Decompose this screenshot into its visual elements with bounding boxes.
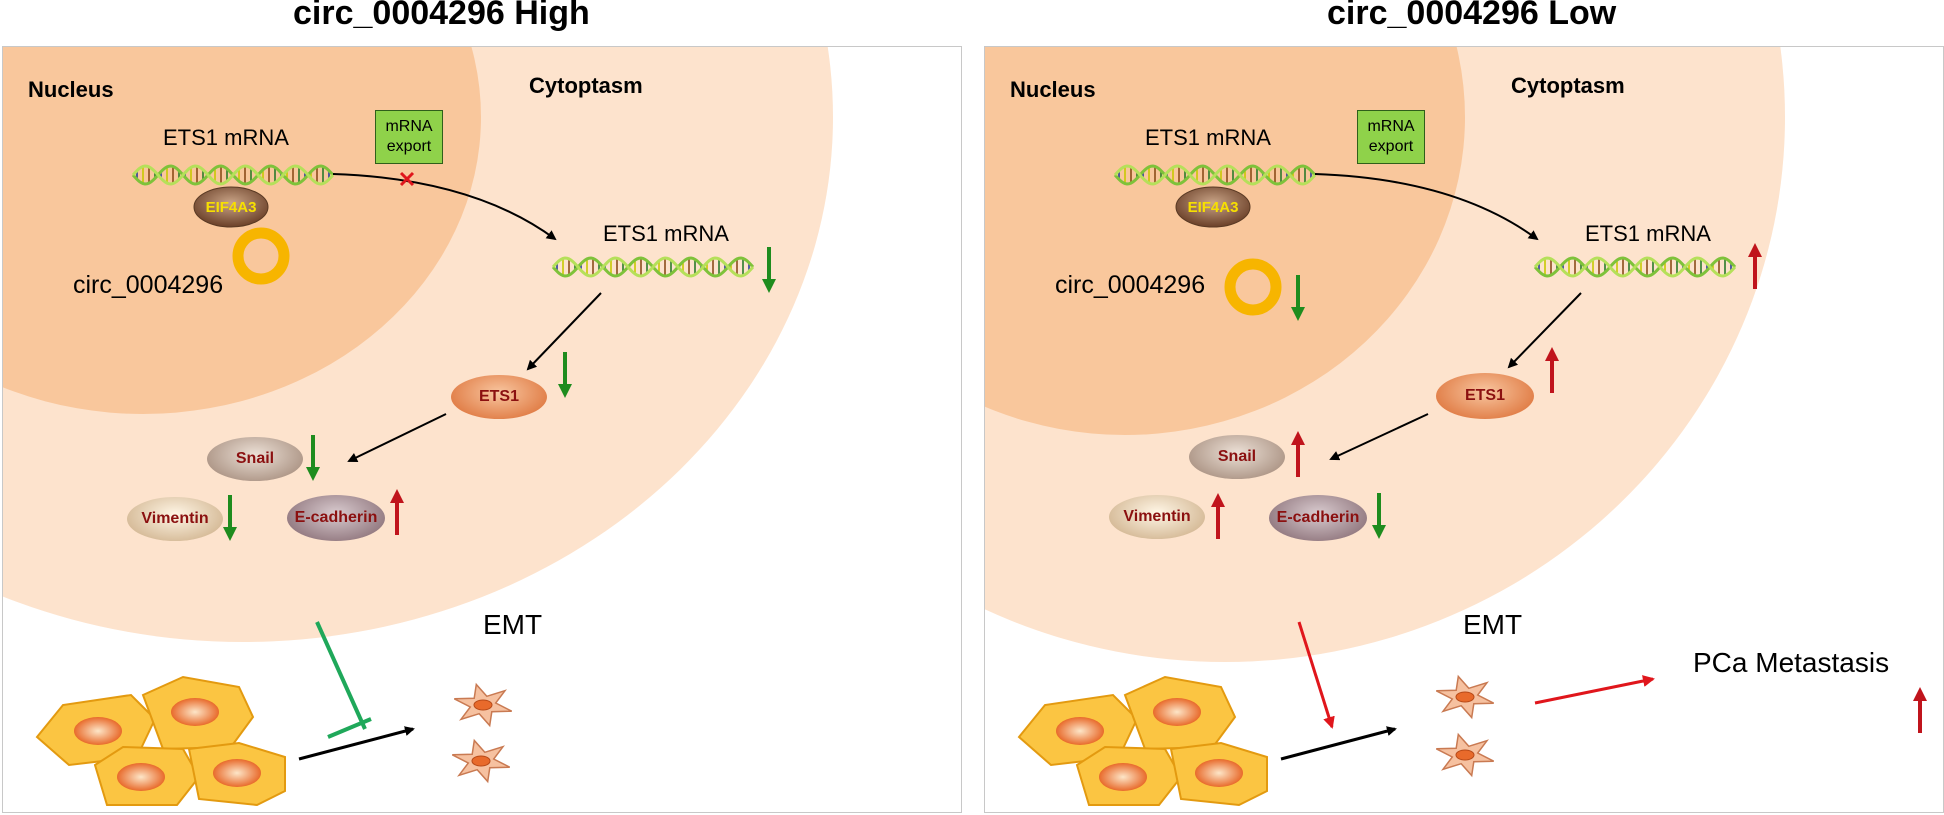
emt-label: EMT — [483, 609, 543, 640]
vimentin-protein: Vimentin — [1109, 495, 1205, 539]
ets1-to-snail-arrow — [1329, 413, 1429, 461]
circrna-down-arrow — [1291, 275, 1305, 321]
mrna-export-box: mRNA export — [1357, 110, 1425, 164]
vimentin-up-arrow — [1211, 493, 1225, 539]
cytoplasmic-mrna-label: ETS1 mRNA — [603, 221, 729, 246]
ets1-protein: ETS1 — [451, 375, 547, 419]
metastasis-promotion-arrow — [1534, 675, 1655, 705]
ets1-protein: ETS1 — [1436, 373, 1534, 419]
panel-title-low: circ_0004296 Low — [1327, 0, 1617, 32]
ecadherin-down-arrow — [1372, 493, 1386, 539]
mrna-up-arrow — [1748, 243, 1762, 289]
mrna-down-arrow — [762, 247, 776, 293]
mesenchymal-cell — [1435, 732, 1495, 778]
mesenchymal-cell — [451, 738, 511, 784]
nuclear-mrna-label: ETS1 mRNA — [163, 125, 289, 150]
mrna-to-ets1-arrow — [1507, 292, 1582, 369]
nuclear-mrna-strand — [1113, 164, 1317, 186]
vimentin-down-arrow — [223, 495, 237, 541]
nucleus-region — [3, 47, 481, 414]
cytoplasmic-mrna-strand — [1533, 256, 1737, 278]
ecadherin-protein: E-cadherin — [1269, 495, 1367, 541]
circrna-label: circ_0004296 — [1055, 271, 1206, 299]
circrna-ring — [1224, 258, 1282, 316]
panel-high: Nucleus Cytoptasm ETS1 mRNA mRNA export … — [2, 46, 962, 813]
mrna-export-box: mRNA export — [375, 110, 443, 164]
mrna-to-ets1-arrow — [526, 292, 602, 371]
cytoplasmic-mrna-label: ETS1 mRNA — [1585, 221, 1711, 246]
emt-label: EMT — [1463, 609, 1523, 640]
circrna-label: circ_0004296 — [73, 271, 224, 299]
ets1-to-snail-arrow — [347, 413, 447, 463]
cytoplasm-label: Cytoptasm — [529, 73, 643, 98]
snail-protein: Snail — [207, 437, 303, 481]
epithelial-cell-cluster — [35, 675, 286, 807]
circrna-ring — [232, 227, 290, 285]
emt-inhibition-line — [315, 621, 367, 730]
eif4a3-protein — [1175, 186, 1251, 228]
panel-title-high: circ_0004296 High — [293, 0, 590, 32]
export-box-line1: mRNA — [1367, 118, 1415, 135]
vimentin-protein: Vimentin — [127, 497, 223, 541]
emt-promotion-arrow — [1297, 621, 1335, 729]
export-box-line2: export — [1368, 138, 1414, 155]
emt-transition-arrow — [298, 726, 415, 761]
export-box-line2: export — [386, 138, 432, 155]
nucleus-region — [985, 47, 1465, 435]
ets1-up-arrow — [1545, 347, 1559, 393]
mrna-export-arrow — [1314, 173, 1539, 241]
export-box-line1: mRNA — [385, 118, 433, 135]
snail-down-arrow — [306, 435, 320, 481]
nucleus-label: Nucleus — [28, 77, 114, 102]
export-block-x-icon — [399, 171, 415, 187]
ecadherin-protein: E-cadherin — [287, 495, 385, 541]
nucleus-label: Nucleus — [1010, 77, 1096, 102]
nuclear-mrna-strand — [131, 164, 335, 186]
eif4a3-label: EIF4A3 — [205, 198, 257, 216]
cytoplasm-label: Cytoptasm — [1511, 73, 1625, 98]
ets1-down-arrow — [558, 352, 572, 398]
metastasis-label: PCa Metastasis — [1693, 647, 1890, 678]
snail-up-arrow — [1291, 431, 1305, 477]
cytoplasmic-mrna-strand — [551, 256, 755, 278]
eif4a3-label: EIF4A3 — [1187, 198, 1239, 216]
mesenchymal-cell — [1435, 674, 1495, 720]
epithelial-cell-cluster — [1017, 675, 1268, 807]
emt-transition-arrow — [1280, 726, 1397, 761]
ecadherin-up-arrow — [390, 489, 404, 535]
metastasis-up-arrow — [1913, 687, 1927, 733]
eif4a3-protein — [193, 186, 269, 228]
nuclear-mrna-label: ETS1 mRNA — [1145, 125, 1271, 150]
mesenchymal-cell — [453, 682, 513, 728]
snail-protein: Snail — [1189, 435, 1285, 479]
mrna-export-arrow — [332, 173, 557, 241]
emt-inhibition-bar — [327, 717, 372, 739]
panel-low: Nucleus Cytoptasm ETS1 mRNA mRNA export … — [984, 46, 1944, 813]
